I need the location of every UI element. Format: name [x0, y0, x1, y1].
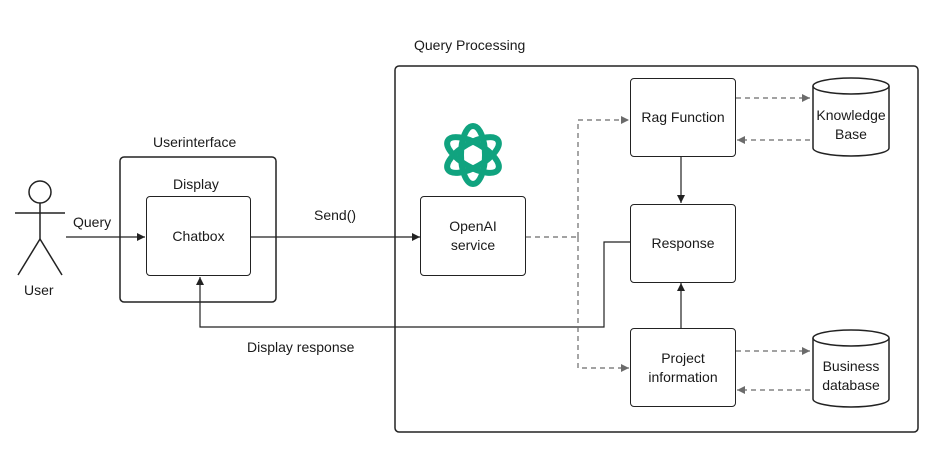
query-processing-title: Query Processing: [414, 37, 526, 53]
user-actor-icon: [15, 180, 65, 276]
userinterface-title: Userinterface: [153, 134, 237, 150]
openai-logo-icon: [444, 123, 502, 187]
display-label: Display: [173, 176, 219, 192]
openai-dispatch-arrows: [526, 116, 629, 372]
business-database-node[interactable]: Business database: [813, 330, 889, 408]
query-edge-label: Query: [73, 214, 112, 230]
userinterface-container: [119, 156, 277, 303]
openai-service-node[interactable]: OpenAI service: [420, 196, 526, 276]
query-processing-container: [394, 65, 919, 433]
chatbox[interactable]: Chatbox: [146, 196, 251, 276]
knowledge-base-cylinder-icon: [812, 77, 890, 157]
knowledge-base-label: Knowledge Base: [816, 107, 886, 142]
send-edge-label: Send(): [314, 207, 357, 223]
response-node[interactable]: Response: [630, 204, 736, 283]
display-response-edge-label: Display response: [247, 339, 355, 355]
knowledge-base-node[interactable]: Knowledge Base: [813, 78, 889, 156]
user-label: User: [24, 282, 54, 298]
project-information-node[interactable]: Project information: [630, 328, 736, 407]
rag-function-node[interactable]: Rag Function: [630, 78, 736, 157]
business-database-cylinder-icon: [812, 329, 890, 408]
business-database-label: Business database: [822, 358, 880, 393]
display-response-arrow: [196, 241, 630, 328]
